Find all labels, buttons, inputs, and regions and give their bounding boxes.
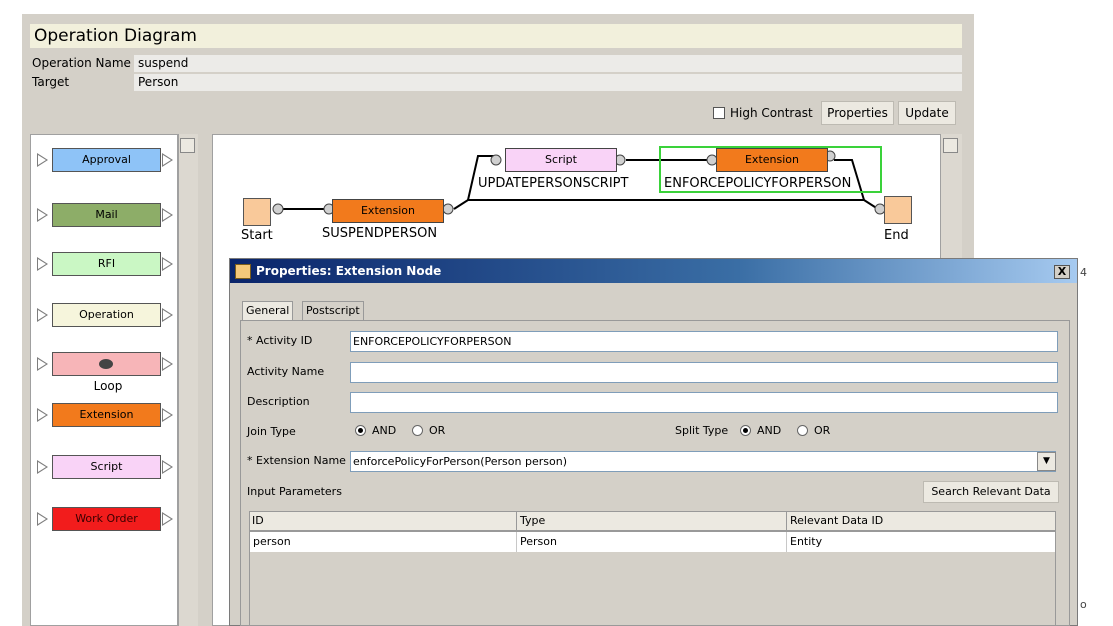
join-type-and-radio[interactable] [355, 425, 366, 436]
table-cell-id[interactable]: person [250, 532, 517, 552]
palette-in-port-icon [37, 208, 48, 222]
input-parameters-label: Input Parameters [247, 485, 342, 498]
table-header [249, 511, 1056, 531]
activity-id-input[interactable]: ENFORCEPOLICYFORPERSON [350, 331, 1058, 352]
connector-rail-lower [453, 199, 879, 210]
node-suspendperson[interactable]: Extension [332, 199, 444, 223]
high-contrast-checkbox[interactable] [713, 107, 725, 119]
palette-item-operation[interactable]: Operation [52, 303, 161, 327]
palette-in-port-icon [37, 460, 48, 474]
node-enforcepolicyforperson[interactable]: Extension [716, 148, 828, 172]
node-enforcepolicyforperson-label: ENFORCEPOLICYFORPERSON [664, 176, 852, 191]
chevron-down-icon[interactable]: ▼ [1037, 452, 1056, 471]
palette-scrollbar[interactable] [178, 134, 198, 626]
join-type-or-label: OR [429, 424, 446, 437]
node-updatepersonscript[interactable]: Script [505, 148, 617, 172]
target-value: Person [134, 74, 962, 91]
selection-highlight [659, 146, 882, 193]
end-node[interactable] [884, 196, 912, 224]
activity-id-label: * Activity ID [247, 334, 313, 347]
dialog-title: Properties: Extension Node [230, 259, 1077, 283]
canvas-scroll-up-arrow-icon[interactable] [943, 138, 958, 153]
update-button[interactable]: Update [898, 101, 956, 125]
split-type-label: Split Type [675, 424, 729, 437]
extension-name-label: * Extension Name [247, 454, 346, 467]
palette-out-port-icon [162, 257, 173, 271]
palette-out-port-icon [162, 408, 173, 422]
palette-item-work-order[interactable]: Work Order [52, 507, 161, 531]
connector-rail-upper-left [467, 155, 498, 201]
palette-out-port-icon [162, 308, 173, 322]
tab-general[interactable]: General [242, 301, 294, 321]
page-title: Operation Diagram [30, 24, 962, 48]
column-header-id[interactable]: ID [249, 511, 517, 531]
column-header-relevant-data-id[interactable]: Relevant Data ID [790, 514, 884, 527]
palette-item-approval[interactable]: Approval [52, 148, 161, 172]
palette-in-port-icon [37, 153, 48, 167]
palette-item-mail[interactable]: Mail [52, 203, 161, 227]
palette-scroll-up-arrow-icon[interactable] [180, 138, 195, 153]
tab-postscript[interactable]: Postscript [302, 301, 364, 321]
palette-out-port-icon [162, 208, 173, 222]
palette-out-port-icon [162, 512, 173, 526]
operation-name-value: suspend [134, 55, 962, 72]
description-input[interactable] [350, 392, 1058, 413]
side-fragment-bottom: o [1080, 598, 1087, 611]
target-label: Target [32, 75, 70, 89]
search-relevant-data-button[interactable]: Search Relevant Data [923, 481, 1059, 503]
extension-name-select[interactable]: enforcePolicyForPerson(Person person) [350, 451, 1056, 472]
end-label: End [884, 228, 909, 243]
join-type-label: Join Type [247, 425, 296, 438]
start-label: Start [241, 228, 273, 243]
palette-out-port-icon [162, 460, 173, 474]
palette-in-port-icon [37, 357, 48, 371]
join-type-or-radio[interactable] [412, 425, 423, 436]
connector-enforce-end [834, 159, 865, 201]
palette-in-port-icon [37, 308, 48, 322]
palette-in-port-icon [37, 512, 48, 526]
palette-item-rfi[interactable]: RFI [52, 252, 161, 276]
activity-name-input[interactable] [350, 362, 1058, 383]
loop-label: Loop [93, 379, 123, 393]
table-cell-type[interactable]: Person [517, 532, 787, 552]
palette-in-port-icon [37, 257, 48, 271]
palette-item-script[interactable]: Script [52, 455, 161, 479]
table-cell-relevant-data-id[interactable]: Entity [787, 532, 1055, 552]
split-type-and-radio[interactable] [740, 425, 751, 436]
palette-out-port-icon [162, 357, 173, 371]
close-icon[interactable]: X [1054, 265, 1070, 279]
java-cup-icon [235, 264, 251, 279]
operation-name-label: Operation Name [32, 56, 131, 70]
properties-button[interactable]: Properties [821, 101, 894, 125]
activity-name-label: Activity Name [247, 365, 325, 378]
column-header-type[interactable]: Type [517, 511, 787, 531]
palette-item-extension[interactable]: Extension [52, 403, 161, 427]
split-type-or-radio[interactable] [797, 425, 808, 436]
split-type-and-label: AND [757, 424, 782, 437]
palette-item-loop[interactable] [52, 352, 161, 376]
node-suspendperson-label: SUSPENDPERSON [322, 226, 438, 241]
palette-in-port-icon [37, 408, 48, 422]
node-updatepersonscript-label: UPDATEPERSONSCRIPT [478, 176, 629, 191]
high-contrast-label: High Contrast [730, 106, 813, 120]
side-fragment-top: 4 [1080, 266, 1087, 279]
split-type-or-label: OR [814, 424, 831, 437]
splitter-handle[interactable] [198, 134, 212, 626]
palette-out-port-icon [162, 153, 173, 167]
description-label: Description [247, 395, 310, 408]
loop-dot-icon [99, 359, 113, 369]
join-type-and-label: AND [372, 424, 397, 437]
start-node[interactable] [243, 198, 271, 226]
